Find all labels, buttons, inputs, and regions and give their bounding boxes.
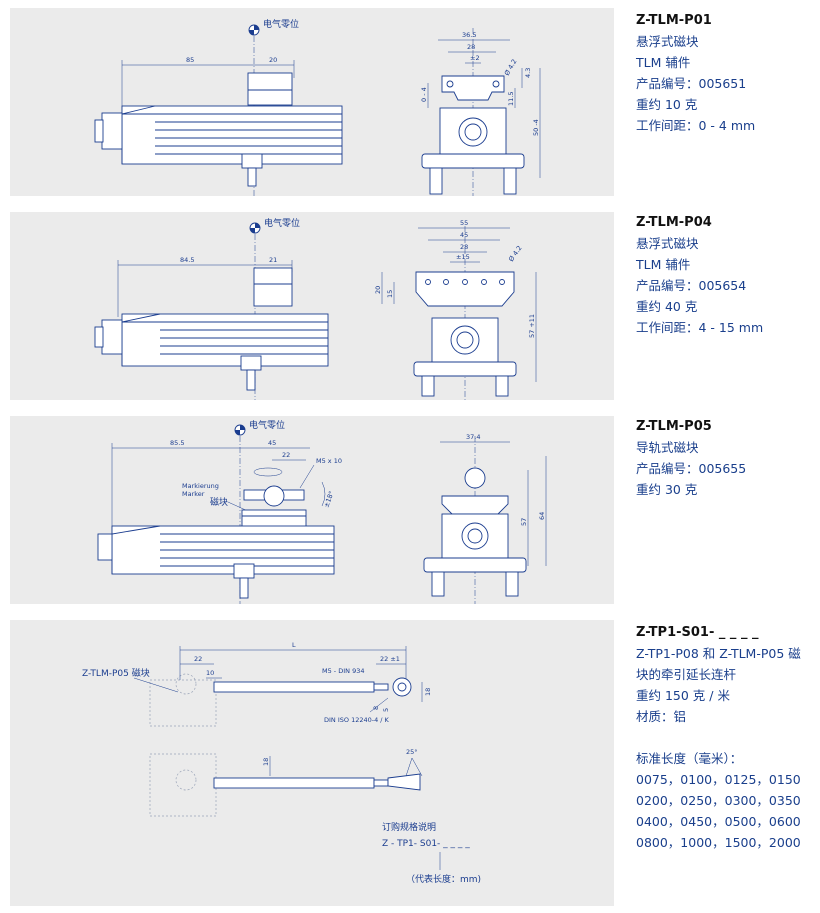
product-gap: 工作间距：0 - 4 mm [636, 118, 756, 133]
zero-label: 电气零位 [264, 217, 300, 229]
magnet-block [241, 509, 307, 529]
svg-text:37.4: 37.4 [466, 433, 480, 441]
svg-text:28: 28 [460, 243, 468, 251]
product-type: 导轨式磁块 [636, 440, 699, 455]
svg-text:0 - 4: 0 - 4 [420, 87, 428, 102]
product-number: 产品编号：005651 [636, 76, 747, 91]
product-weight: 重约 150 克 / 米 [636, 688, 730, 703]
product-type: 悬浮式磁块 [636, 34, 699, 49]
svg-text:45: 45 [268, 439, 276, 447]
drawing-panel-p01: 电气零位 85 20 36.5 28 ±2 Ø 4.2 [10, 8, 614, 196]
svg-text:22: 22 [282, 451, 290, 459]
product-code: Z-TLM-P04 [636, 215, 712, 230]
product-desc-2: 块的牵引延长连杆 [636, 667, 737, 682]
product-number: 产品编号：005655 [636, 461, 747, 476]
product-desc-1: Z-TP1-P08 和 Z-TLM-P05 磁 [636, 646, 801, 661]
svg-text:55: 55 [460, 219, 468, 227]
technical-drawing-p01: 电气零位 85 20 36.5 28 ±2 Ø 4.2 [94, 18, 541, 196]
svg-text:18: 18 [424, 688, 432, 696]
length-row-1: 0075，0100，0125，0150 [636, 772, 801, 787]
standard-length-title: 标准长度（毫米）： [636, 751, 743, 766]
product-weight: 重约 40 克 [636, 299, 698, 314]
svg-text:85.5: 85.5 [170, 439, 184, 447]
svg-text:22 ±1: 22 ±1 [380, 655, 400, 663]
svg-text:L: L [292, 641, 296, 649]
svg-text:22: 22 [194, 655, 202, 663]
svg-text:DIN ISO 12240-4 / K: DIN ISO 12240-4 / K [324, 716, 390, 724]
svg-text:±2: ±2 [470, 54, 480, 62]
drawing-panel-tp1: Z-TLM-P05 磁块 L 22 10 M5 - DIN 934 22 ±1 … [10, 620, 614, 906]
svg-text:84.5: 84.5 [180, 256, 194, 264]
svg-text:4.3: 4.3 [524, 68, 532, 78]
svg-text:25°: 25° [406, 748, 418, 756]
svg-text:5: 5 [382, 708, 390, 712]
length-row-2: 0200，0250，0300，0350 [636, 793, 801, 808]
magnet-block [253, 267, 293, 307]
svg-text:21: 21 [269, 256, 277, 264]
magnet-label: 磁块 [210, 496, 228, 508]
svg-text:28: 28 [467, 43, 475, 51]
svg-text:Ø 4.2: Ø 4.2 [507, 244, 524, 263]
product-accessory: TLM 辅件 [636, 55, 691, 70]
svg-text:M5 x 10: M5 x 10 [316, 457, 342, 465]
product-info-p04: Z-TLM-P04 悬浮式磁块 TLM 辅件 产品编号：005654 重约 40… [636, 212, 820, 338]
product-accessory: TLM 辅件 [636, 257, 691, 272]
svg-text:36.5: 36.5 [462, 31, 476, 39]
svg-text:57: 57 [520, 518, 528, 526]
svg-text:±15: ±15 [456, 253, 470, 261]
svg-text:18: 18 [262, 758, 270, 766]
svg-text:50 -4: 50 -4 [532, 119, 540, 136]
svg-text:57 +11: 57 +11 [528, 314, 536, 338]
product-info-tp1: Z-TP1-S01- _ _ _ _ Z-TP1-P08 和 Z-TLM-P05… [636, 622, 820, 853]
magnet-block [247, 72, 293, 106]
drawing-panel-p04: 电气零位 84.5 21 55 45 28 ±15 Ø 4.2 20 [10, 212, 614, 400]
svg-text:Marker: Marker [182, 490, 205, 498]
svg-text:8: 8 [372, 706, 380, 710]
svg-text:20: 20 [374, 286, 382, 294]
product-info-p01: Z-TLM-P01 悬浮式磁块 TLM 辅件 产品编号：005651 重约 10… [636, 10, 820, 136]
svg-text:Ø 4.2: Ø 4.2 [503, 58, 519, 77]
technical-drawing-p04: 电气零位 84.5 21 55 45 28 ±15 Ø 4.2 20 [94, 217, 537, 400]
product-code: Z-TP1-S01- _ _ _ _ [636, 625, 759, 640]
svg-text:20: 20 [269, 56, 277, 64]
svg-text:10: 10 [206, 669, 214, 677]
product-code: Z-TLM-P05 [636, 419, 712, 434]
svg-text:45: 45 [460, 231, 468, 239]
svg-text:15: 15 [386, 290, 394, 298]
svg-text:M5 - DIN 934: M5 - DIN 934 [322, 667, 364, 675]
ghost-label: Z-TLM-P05 磁块 [82, 667, 150, 679]
order-title: 订购规格说明 [382, 821, 436, 833]
product-number: 产品编号：005654 [636, 278, 747, 293]
product-code: Z-TLM-P01 [636, 13, 712, 28]
spacer [636, 727, 820, 748]
length-row-4: 0800，1000，1500，2000 [636, 835, 801, 850]
product-gap: 工作间距：4 - 15 mm [636, 320, 764, 335]
svg-text:85: 85 [186, 56, 194, 64]
length-row-3: 0400，0450，0500，0600 [636, 814, 801, 829]
order-note: （代表长度：mm) [406, 873, 481, 885]
order-code: Z - TP1- S01- _ _ _ _ [382, 839, 470, 849]
technical-drawing-p05: 电气零位 85.5 45 22 M5 x 10 ±18° Markierung … [97, 419, 547, 604]
zero-label: 电气零位 [263, 18, 299, 30]
product-material: 材质：铝 [636, 709, 687, 724]
product-type: 悬浮式磁块 [636, 236, 699, 251]
zero-label: 电气零位 [249, 419, 285, 431]
product-info-p05: Z-TLM-P05 导轨式磁块 产品编号：005655 重约 30 克 [636, 416, 820, 500]
svg-text:Markierung: Markierung [182, 482, 219, 490]
product-weight: 重约 10 克 [636, 97, 698, 112]
svg-text:11.5: 11.5 [507, 92, 515, 106]
svg-text:64: 64 [538, 512, 546, 520]
drawing-panel-p05: 电气零位 85.5 45 22 M5 x 10 ±18° Markierung … [10, 416, 614, 604]
product-weight: 重约 30 克 [636, 482, 698, 497]
technical-drawing-tp1: Z-TLM-P05 磁块 L 22 10 M5 - DIN 934 22 ±1 … [82, 641, 481, 885]
